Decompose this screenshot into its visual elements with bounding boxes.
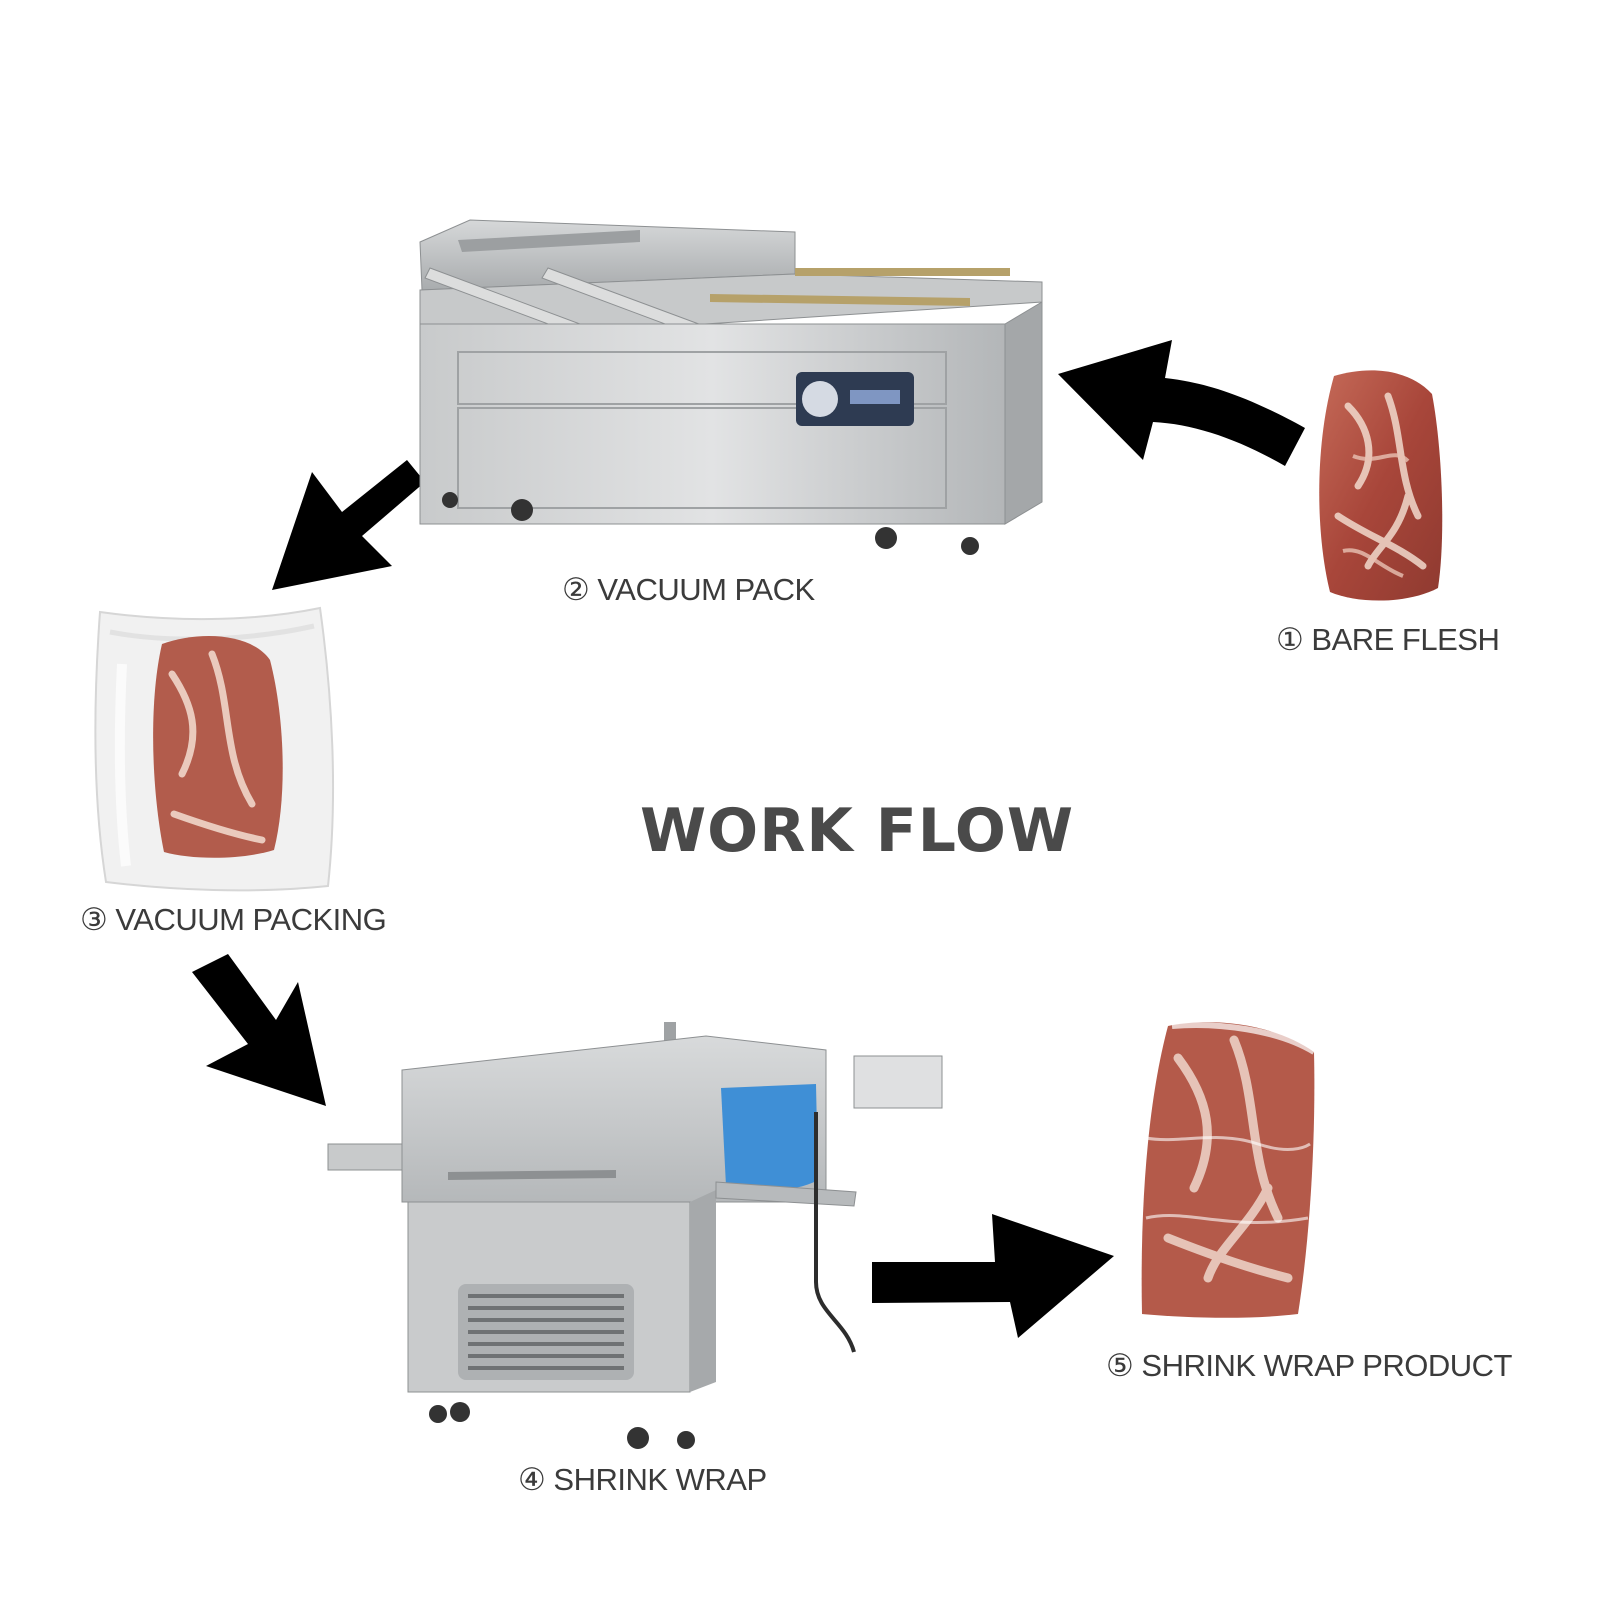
step-4-label: ④ SHRINK WRAP bbox=[518, 1462, 767, 1497]
vacuum-packing-image bbox=[94, 606, 335, 892]
arrow-3-shape bbox=[192, 954, 326, 1106]
step-5-label: ⑤ SHRINK WRAP PRODUCT bbox=[1106, 1348, 1512, 1383]
vacuum-pack-machine-image bbox=[419, 219, 1043, 555]
arrow-4-shape bbox=[872, 1214, 1114, 1338]
step-3-label: ③ VACUUM PACKING bbox=[80, 902, 387, 937]
step-1-label: ① BARE FLESH bbox=[1276, 622, 1500, 657]
shrink-wrap-machine-image bbox=[327, 1022, 943, 1449]
arrow-1-shape bbox=[1058, 340, 1305, 466]
arrow-2-shape bbox=[272, 460, 425, 590]
shrink-wrap-product-image bbox=[1141, 1022, 1316, 1318]
step-2-label: ② VACUUM PACK bbox=[562, 572, 815, 607]
bare-flesh-image bbox=[1319, 370, 1443, 601]
workflow-title: WORK FLOW bbox=[640, 796, 1075, 866]
